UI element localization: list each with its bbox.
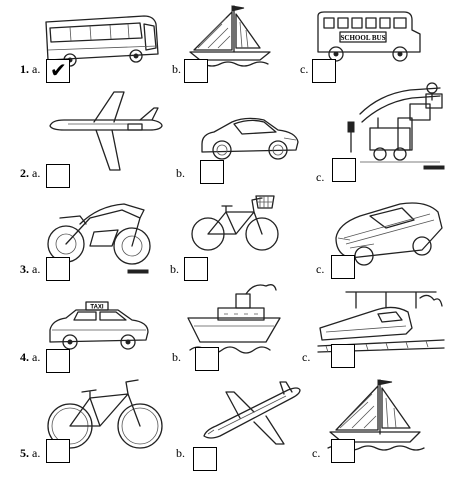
question-number: 1. bbox=[20, 62, 29, 76]
row-5-label: 5. a. bbox=[20, 446, 40, 460]
answer-checkbox-4a[interactable] bbox=[46, 349, 70, 373]
taxi-sign: TAXI bbox=[90, 305, 104, 311]
option-letter: c. bbox=[300, 62, 309, 76]
answer-checkbox-5a[interactable] bbox=[46, 439, 70, 463]
answer-checkbox-5b[interactable] bbox=[193, 447, 217, 471]
taxi-picture: TAXI bbox=[46, 300, 152, 352]
row-1-label: 1. a. bbox=[20, 62, 40, 76]
option-letter: b. bbox=[170, 262, 179, 276]
ship-picture bbox=[184, 280, 284, 356]
question-number: 4. bbox=[20, 350, 29, 364]
answer-checkbox-2a[interactable] bbox=[46, 164, 70, 188]
airplane-picture bbox=[196, 378, 304, 450]
question-number: 2. bbox=[20, 166, 29, 180]
steam-train-picture bbox=[340, 82, 448, 174]
row-3-label: 3. a. bbox=[20, 262, 40, 276]
option-letter: c. bbox=[312, 446, 321, 460]
answer-checkbox-3b[interactable] bbox=[184, 257, 208, 281]
answer-checkbox-1a[interactable]: ✔ bbox=[46, 58, 70, 83]
taxi-icon: TAXI bbox=[49, 301, 149, 350]
option-letter: b. bbox=[176, 446, 185, 460]
answer-checkbox-2c[interactable] bbox=[332, 158, 356, 182]
option-letter: b. bbox=[176, 166, 185, 180]
bicycle-picture bbox=[46, 376, 164, 452]
school-bus-sign: SCHOOL BUS bbox=[341, 34, 386, 42]
steam-train-icon bbox=[347, 82, 445, 170]
option-letter: a. bbox=[32, 446, 41, 460]
school-bus-picture: SCHOOL BUS bbox=[312, 8, 422, 66]
option-letter: c. bbox=[316, 170, 325, 184]
school-bus-icon: SCHOOL BUS bbox=[317, 11, 421, 62]
row-4-label: 4. a. bbox=[20, 350, 40, 364]
answer-checkbox-5c[interactable] bbox=[331, 439, 355, 463]
jet-plane-icon bbox=[49, 91, 163, 171]
answer-checkbox-4b[interactable] bbox=[195, 347, 219, 371]
option-letter: c. bbox=[316, 262, 325, 276]
option-letter: b. bbox=[172, 350, 181, 364]
jet-plane-picture bbox=[44, 86, 166, 176]
airplane-icon bbox=[203, 381, 301, 445]
ship-icon bbox=[187, 284, 281, 354]
sports-car-icon bbox=[201, 117, 299, 160]
answer-checkbox-1c[interactable] bbox=[312, 59, 336, 83]
checkmark-icon: ✔ bbox=[50, 58, 67, 82]
option-letter: a. bbox=[32, 350, 41, 364]
sailboat-icon bbox=[327, 379, 425, 451]
row-2-label: 2. a. bbox=[20, 166, 40, 180]
race-car-picture bbox=[330, 194, 446, 270]
race-car-icon bbox=[335, 202, 443, 266]
answer-checkbox-1b[interactable] bbox=[184, 59, 208, 83]
bicycle-basket-picture bbox=[190, 192, 280, 254]
option-letter: b. bbox=[172, 62, 181, 76]
option-letter: c. bbox=[302, 350, 311, 364]
bullet-train-icon bbox=[317, 291, 445, 353]
answer-checkbox-3a[interactable] bbox=[46, 257, 70, 281]
answer-checkbox-2b[interactable] bbox=[200, 160, 224, 184]
bicycle-icon bbox=[47, 379, 163, 449]
sailboat-picture-2 bbox=[326, 376, 426, 452]
question-number: 3. bbox=[20, 262, 29, 276]
bullet-train-picture bbox=[316, 288, 446, 354]
bicycle-with-basket-icon bbox=[191, 195, 279, 251]
answer-checkbox-4c[interactable] bbox=[331, 344, 355, 368]
sports-car-picture bbox=[198, 110, 302, 162]
question-number: 5. bbox=[20, 446, 29, 460]
option-letter: a. bbox=[32, 62, 41, 76]
option-letter: a. bbox=[32, 166, 41, 180]
answer-checkbox-3c[interactable] bbox=[331, 255, 355, 279]
option-letter: a. bbox=[32, 262, 41, 276]
